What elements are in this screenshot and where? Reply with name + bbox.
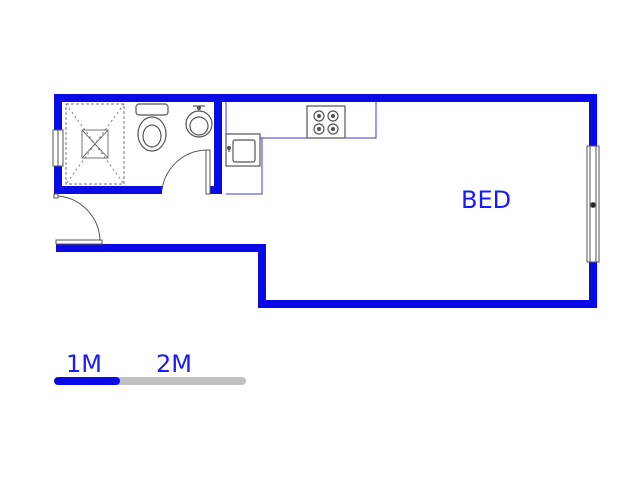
bed-window [586,145,600,263]
kitchen-counter [225,102,377,195]
room-label-bed: BED [461,186,512,214]
bathroom-window [52,129,64,167]
kitchen-sink [225,133,261,167]
right-wall-lower [58,244,597,308]
shower [65,103,125,185]
scale-label-2m: 2M [156,350,192,378]
toilet [135,103,169,152]
entrance-door [53,193,103,245]
basin [185,105,213,138]
bathroom-partition [206,94,222,194]
scale-label-1m: 1M [66,350,102,378]
walls [54,94,597,308]
bathroom-door [161,149,211,195]
stove [306,105,346,139]
top-wall [54,94,597,150]
